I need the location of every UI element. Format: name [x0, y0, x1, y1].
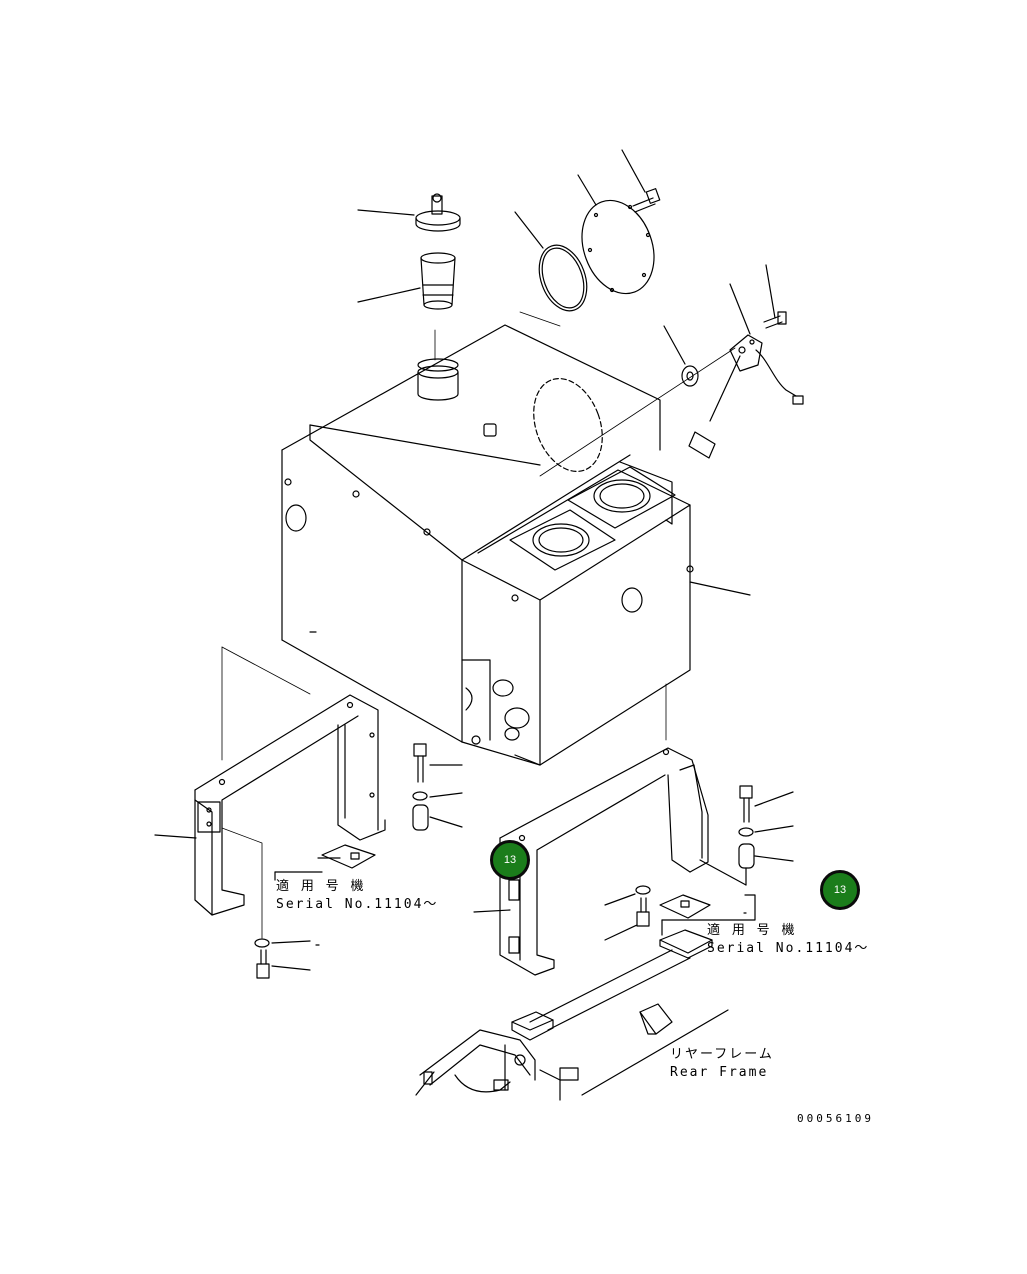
rear-frame-label-en: Rear Frame	[670, 1065, 769, 1080]
level-sensor	[663, 264, 804, 459]
callout-13-right[interactable]: 13	[820, 870, 860, 910]
cover-plate	[577, 174, 655, 295]
cover-bolt	[621, 149, 661, 213]
right-fasteners	[604, 785, 794, 941]
left-mounting-bracket	[154, 694, 386, 939]
serial-label-left-en: Serial No.11104～	[276, 897, 439, 912]
filler-cap	[357, 193, 461, 232]
left-fasteners	[254, 743, 463, 979]
rear-frame-label-jp: リヤーフレーム	[670, 1047, 774, 1062]
serial-label-right-en: Serial No.11104～	[707, 941, 870, 956]
leader-ticks	[309, 631, 747, 946]
hydraulic-tank	[281, 324, 751, 766]
callout-13-left-label: 13	[503, 854, 517, 866]
serial-label-left-jp: 適 用 号 機	[276, 879, 366, 894]
callout-13-right-label: 13	[833, 884, 847, 896]
strainer	[357, 252, 456, 310]
left-spacer-detail	[274, 844, 376, 881]
callout-13-left[interactable]: 13	[490, 840, 530, 880]
drawing-number: 00056109	[797, 1112, 874, 1125]
filler-neck	[417, 358, 459, 401]
serial-label-right-jp: 適 用 号 機	[707, 923, 797, 938]
rear-frame	[415, 949, 729, 1101]
o-ring	[514, 211, 588, 312]
assembly-guide-lines	[221, 311, 736, 761]
right-spacer-detail	[659, 894, 756, 959]
